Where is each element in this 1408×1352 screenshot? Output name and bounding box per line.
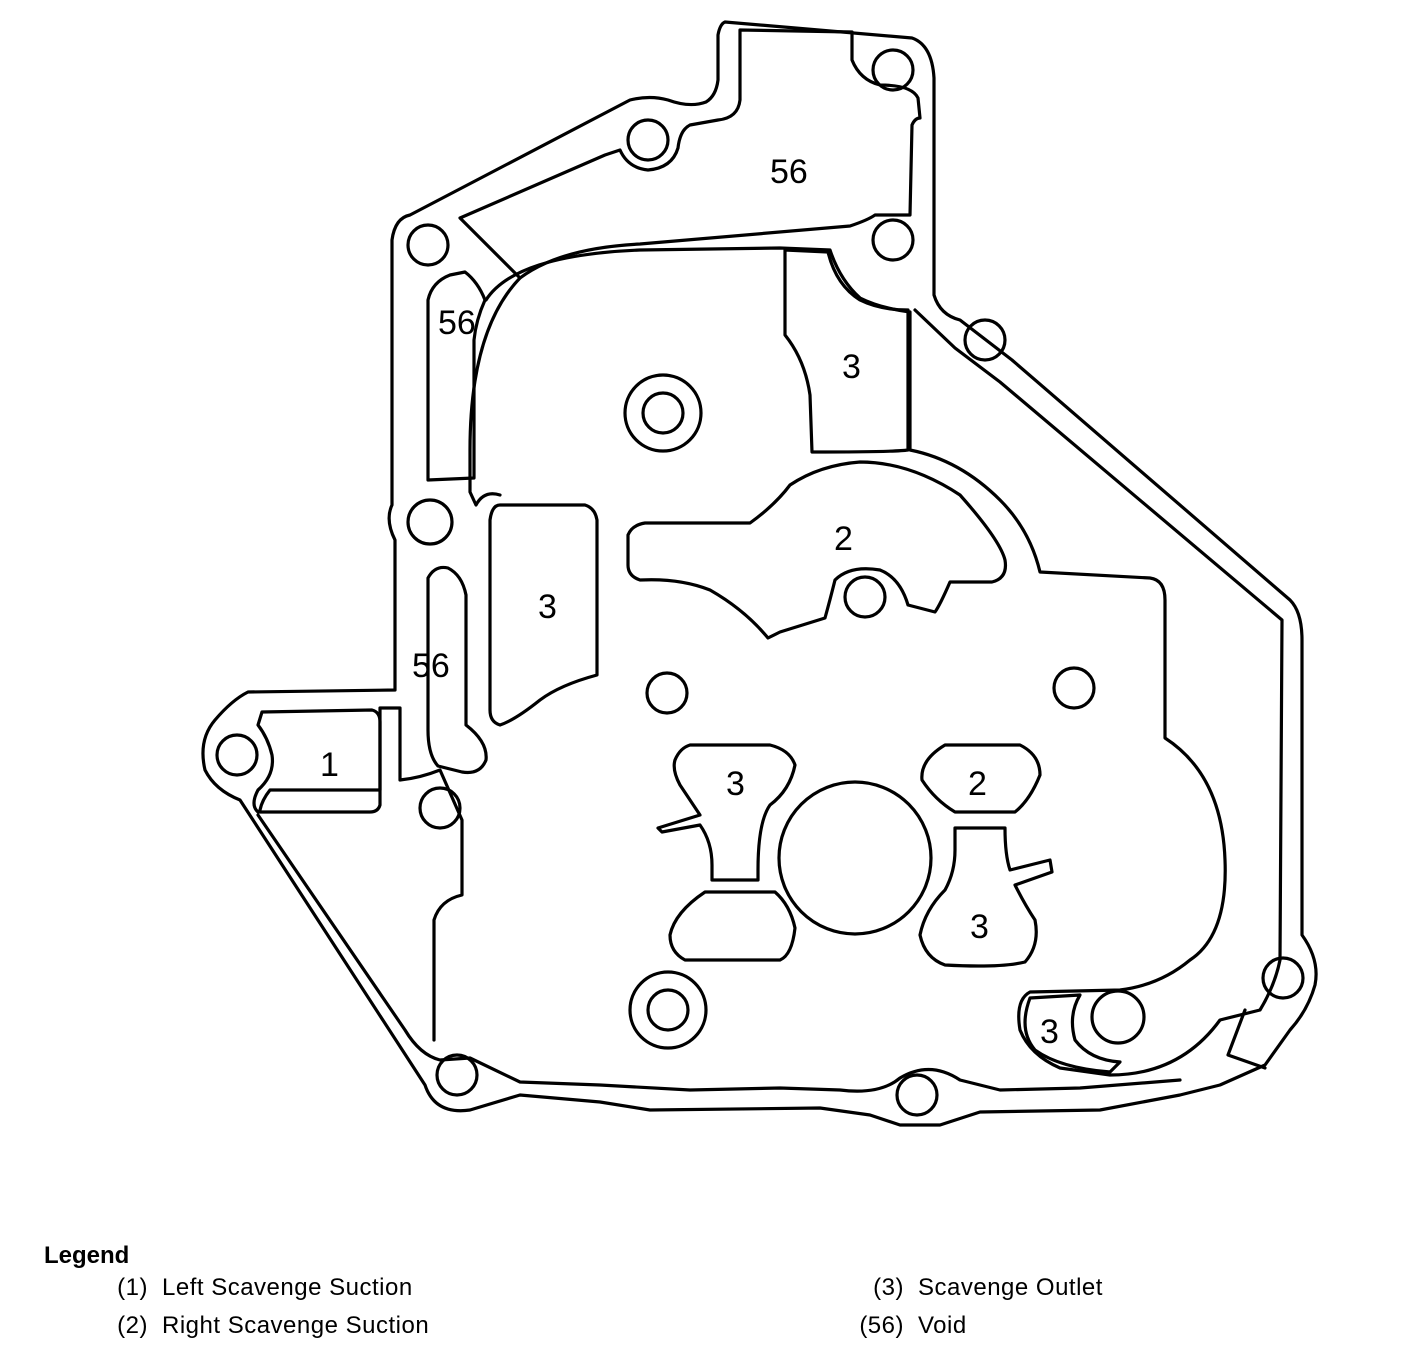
legend-item-label: Left Scavenge Suction [162,1274,413,1301]
legend-item-number: (1) [117,1274,148,1301]
outlet-region-bottom-right [1023,993,1122,1074]
suction-region-left [252,708,382,814]
inner-boundary-upper [468,276,522,507]
legend-item-number: (56) [859,1312,904,1339]
legend-title: Legend [44,1242,130,1269]
callout-2-upper: 2 [834,520,853,558]
outlet-region-center-right [918,826,1054,968]
inner-boundary-left [256,813,1182,1093]
legend-item-left-scavenge-suction: (1) Left Scavenge Suction [108,1274,413,1302]
callout-56-left-upper: 56 [438,304,476,342]
legend-item-number: (3) [873,1274,904,1301]
legend-item-scavenge-outlet: (3) Scavenge Outlet [852,1274,1103,1302]
outlet-region-upper [783,248,910,454]
suction-region-right-center [920,743,1042,814]
void-region-left-upper [426,270,487,482]
legend-item-label: Right Scavenge Suction [162,1312,430,1339]
callout-2-center: 2 [968,765,987,803]
callout-1: 1 [320,746,339,784]
bolt-holes [215,48,1305,1117]
legend-item-void: (56) Void [852,1312,967,1340]
legend-item-number: (2) [117,1312,148,1339]
port-region-center-left-lower [668,890,797,962]
callout-labels: 56 56 56 3 3 2 1 3 2 3 3 [320,153,1059,1051]
legend-item-label: Void [918,1312,967,1339]
void-region-top [458,28,922,280]
gasket-outer-outline [201,20,1318,1127]
legend-item-label: Scavenge Outlet [918,1274,1103,1301]
outlet-region-center-left [656,743,797,882]
tab-bottom-right [1226,1008,1267,1070]
callout-3-bottom-right: 3 [1040,1013,1059,1051]
outlet-region-left [488,503,599,727]
suction-region-right-upper [626,460,1008,640]
callout-56-top: 56 [770,153,808,191]
legend-item-right-scavenge-suction: (2) Right Scavenge Suction [108,1312,429,1340]
gasket-diagram: 56 56 56 3 3 2 1 3 2 3 3 [201,20,1318,1127]
callout-3-left: 3 [538,588,557,626]
bosses [623,373,1146,1050]
legend: Legend (1) Left Scavenge Suction (2) Right… [0,1238,1408,1352]
inner-boundary-main [484,246,1284,1077]
callout-56-left-lower: 56 [412,647,450,685]
callout-3-upper: 3 [842,348,861,386]
void-region-left-lower [426,565,488,775]
callout-3-center-left: 3 [726,765,745,803]
inner-boundary-left-lower [258,706,464,1042]
callout-3-center-right: 3 [970,908,989,946]
